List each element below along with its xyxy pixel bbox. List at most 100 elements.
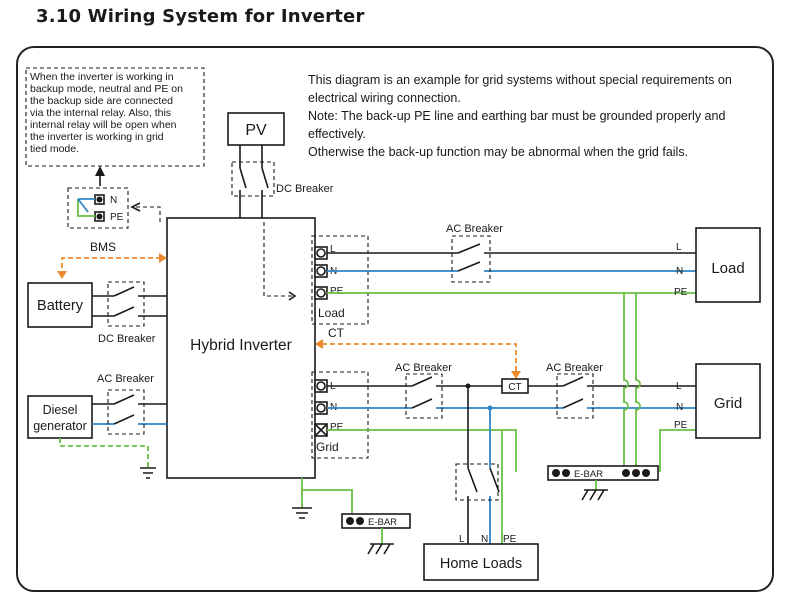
bms-arrow-right — [159, 253, 167, 263]
e-bar-terminal — [622, 469, 630, 477]
relay-pe-dot — [96, 213, 103, 220]
grid-right-l: L — [676, 381, 682, 392]
grid-ac-breaker-box-2 — [556, 373, 594, 419]
e-bar-terminal — [632, 469, 640, 477]
inverter-to-ebar-wire — [302, 489, 353, 514]
main-e-bar — [547, 465, 659, 481]
diesel-earth-wire — [59, 438, 149, 468]
load-right-l: L — [676, 242, 682, 253]
diagram-description: This diagram is an example for grid syst… — [308, 73, 732, 159]
battery-breaker-switches — [113, 286, 135, 317]
bms-label: BMS — [90, 240, 116, 254]
diesel-ac-breaker-label: AC Breaker — [97, 373, 154, 385]
load-l-screw — [316, 248, 326, 258]
relay-control-line — [136, 206, 161, 222]
load-pe-screw — [316, 288, 326, 298]
diesel-generator-box — [27, 395, 93, 439]
ct-signal-label: CT — [328, 326, 345, 340]
diesel-label-line2: generator — [33, 419, 87, 433]
home-ac-breaker-switches — [467, 467, 500, 493]
grid-pe-screw — [314, 423, 328, 437]
pv-box — [227, 112, 285, 146]
home-l-label: L — [459, 534, 465, 545]
e-bar-terminal — [356, 517, 364, 525]
main-e-bar-ground-icon — [581, 489, 608, 501]
pe-riser-1 — [623, 293, 629, 472]
main-e-bar-label: E-BAR — [574, 469, 603, 480]
relay-note-box — [25, 67, 205, 167]
bms-line — [61, 257, 160, 276]
load-port-l: L — [330, 244, 336, 255]
inverter-ground-icon — [292, 507, 312, 519]
pv-label: PV — [245, 122, 267, 139]
relay-note-line: tied mode. — [30, 143, 79, 155]
relay-note-line: backup mode, neutral and PE on — [30, 83, 183, 95]
grid-port-pe: PE — [330, 422, 344, 433]
diesel-ac-breaker-box — [107, 389, 145, 435]
grid-right-n: N — [676, 402, 683, 413]
diesel-label-line1: Diesel — [43, 403, 78, 417]
home-pe-label: PE — [503, 534, 517, 545]
diagram-frame — [16, 46, 774, 592]
grid-ac-breaker-box-1 — [405, 373, 443, 419]
grid-pe-wire — [327, 429, 517, 472]
relay-note-line: via the internal relay. Also, this — [30, 107, 171, 119]
e-bar-terminal — [346, 517, 354, 525]
grid-port-box — [311, 371, 369, 459]
relay-control-arrow — [130, 202, 141, 212]
description-line: This diagram is an example for grid syst… — [308, 73, 732, 87]
e-bar-terminal — [552, 469, 560, 477]
grid-right-pe: PE — [674, 420, 688, 431]
load-ac-breaker-box — [451, 235, 491, 283]
load-ac-breaker-switches — [457, 243, 481, 272]
hybrid-inverter-box — [166, 217, 316, 479]
pv-dc-wires — [239, 145, 263, 218]
ct-box-label: CT — [508, 382, 521, 393]
relay-dashed-box — [67, 187, 129, 229]
ct-box — [501, 378, 529, 394]
load-port-pe: PE — [330, 286, 344, 297]
relay-arrow-head — [95, 166, 105, 176]
grid-ac-breaker-switches — [411, 376, 584, 409]
relay-internal-line — [263, 222, 294, 297]
pe-riser-2 — [635, 293, 641, 472]
load-right-n: N — [676, 266, 683, 277]
load-box — [695, 227, 761, 303]
diesel-breaker-switches — [113, 394, 135, 425]
grid-n-screw — [316, 403, 326, 413]
relay-n-label: N — [110, 195, 117, 206]
relay-note-line: the inverter is working in grid — [30, 131, 164, 143]
grid-l-screw — [316, 381, 326, 391]
pv-dc-breaker-label: DC Breaker — [276, 183, 334, 195]
relay-switch — [77, 198, 89, 213]
battery-box — [27, 282, 93, 328]
grid-label: Grid — [714, 395, 742, 412]
e-bar-terminal — [642, 469, 650, 477]
home-loads-label: Home Loads — [440, 556, 522, 572]
load-n-screw — [316, 266, 326, 276]
home-l-junction — [465, 383, 471, 389]
grid-ac-breaker-label-1: AC Breaker — [395, 362, 452, 374]
relay-note: When the inverter is working in backup m… — [30, 71, 183, 155]
grid-port-label: Grid — [316, 440, 339, 454]
load-right-pe: PE — [674, 287, 688, 298]
home-loads-box — [423, 543, 539, 581]
description-line: effectively. — [308, 127, 366, 141]
bms-arrow-down — [57, 271, 67, 279]
load-port-box — [311, 235, 369, 325]
battery-label: Battery — [37, 298, 84, 314]
battery-dc-breaker-label: DC Breaker — [98, 333, 156, 345]
pv-dc-switches — [239, 167, 269, 189]
e-bar-terminal — [562, 469, 570, 477]
inverter-e-bar-ground-icon — [367, 543, 394, 555]
home-n-label: N — [481, 534, 488, 545]
page-title: 3.10 Wiring System for Inverter — [36, 6, 365, 27]
inverter-e-bar-label: E-BAR — [368, 517, 397, 528]
load-ac-breaker-label: AC Breaker — [446, 223, 503, 235]
load-port-label: Load — [318, 306, 345, 320]
relay-note-line: internal relay will be open when — [30, 119, 177, 131]
grid-box — [695, 363, 761, 439]
hybrid-inverter-label: Hybrid Inverter — [190, 337, 292, 354]
relay-pe-label: PE — [110, 212, 124, 223]
